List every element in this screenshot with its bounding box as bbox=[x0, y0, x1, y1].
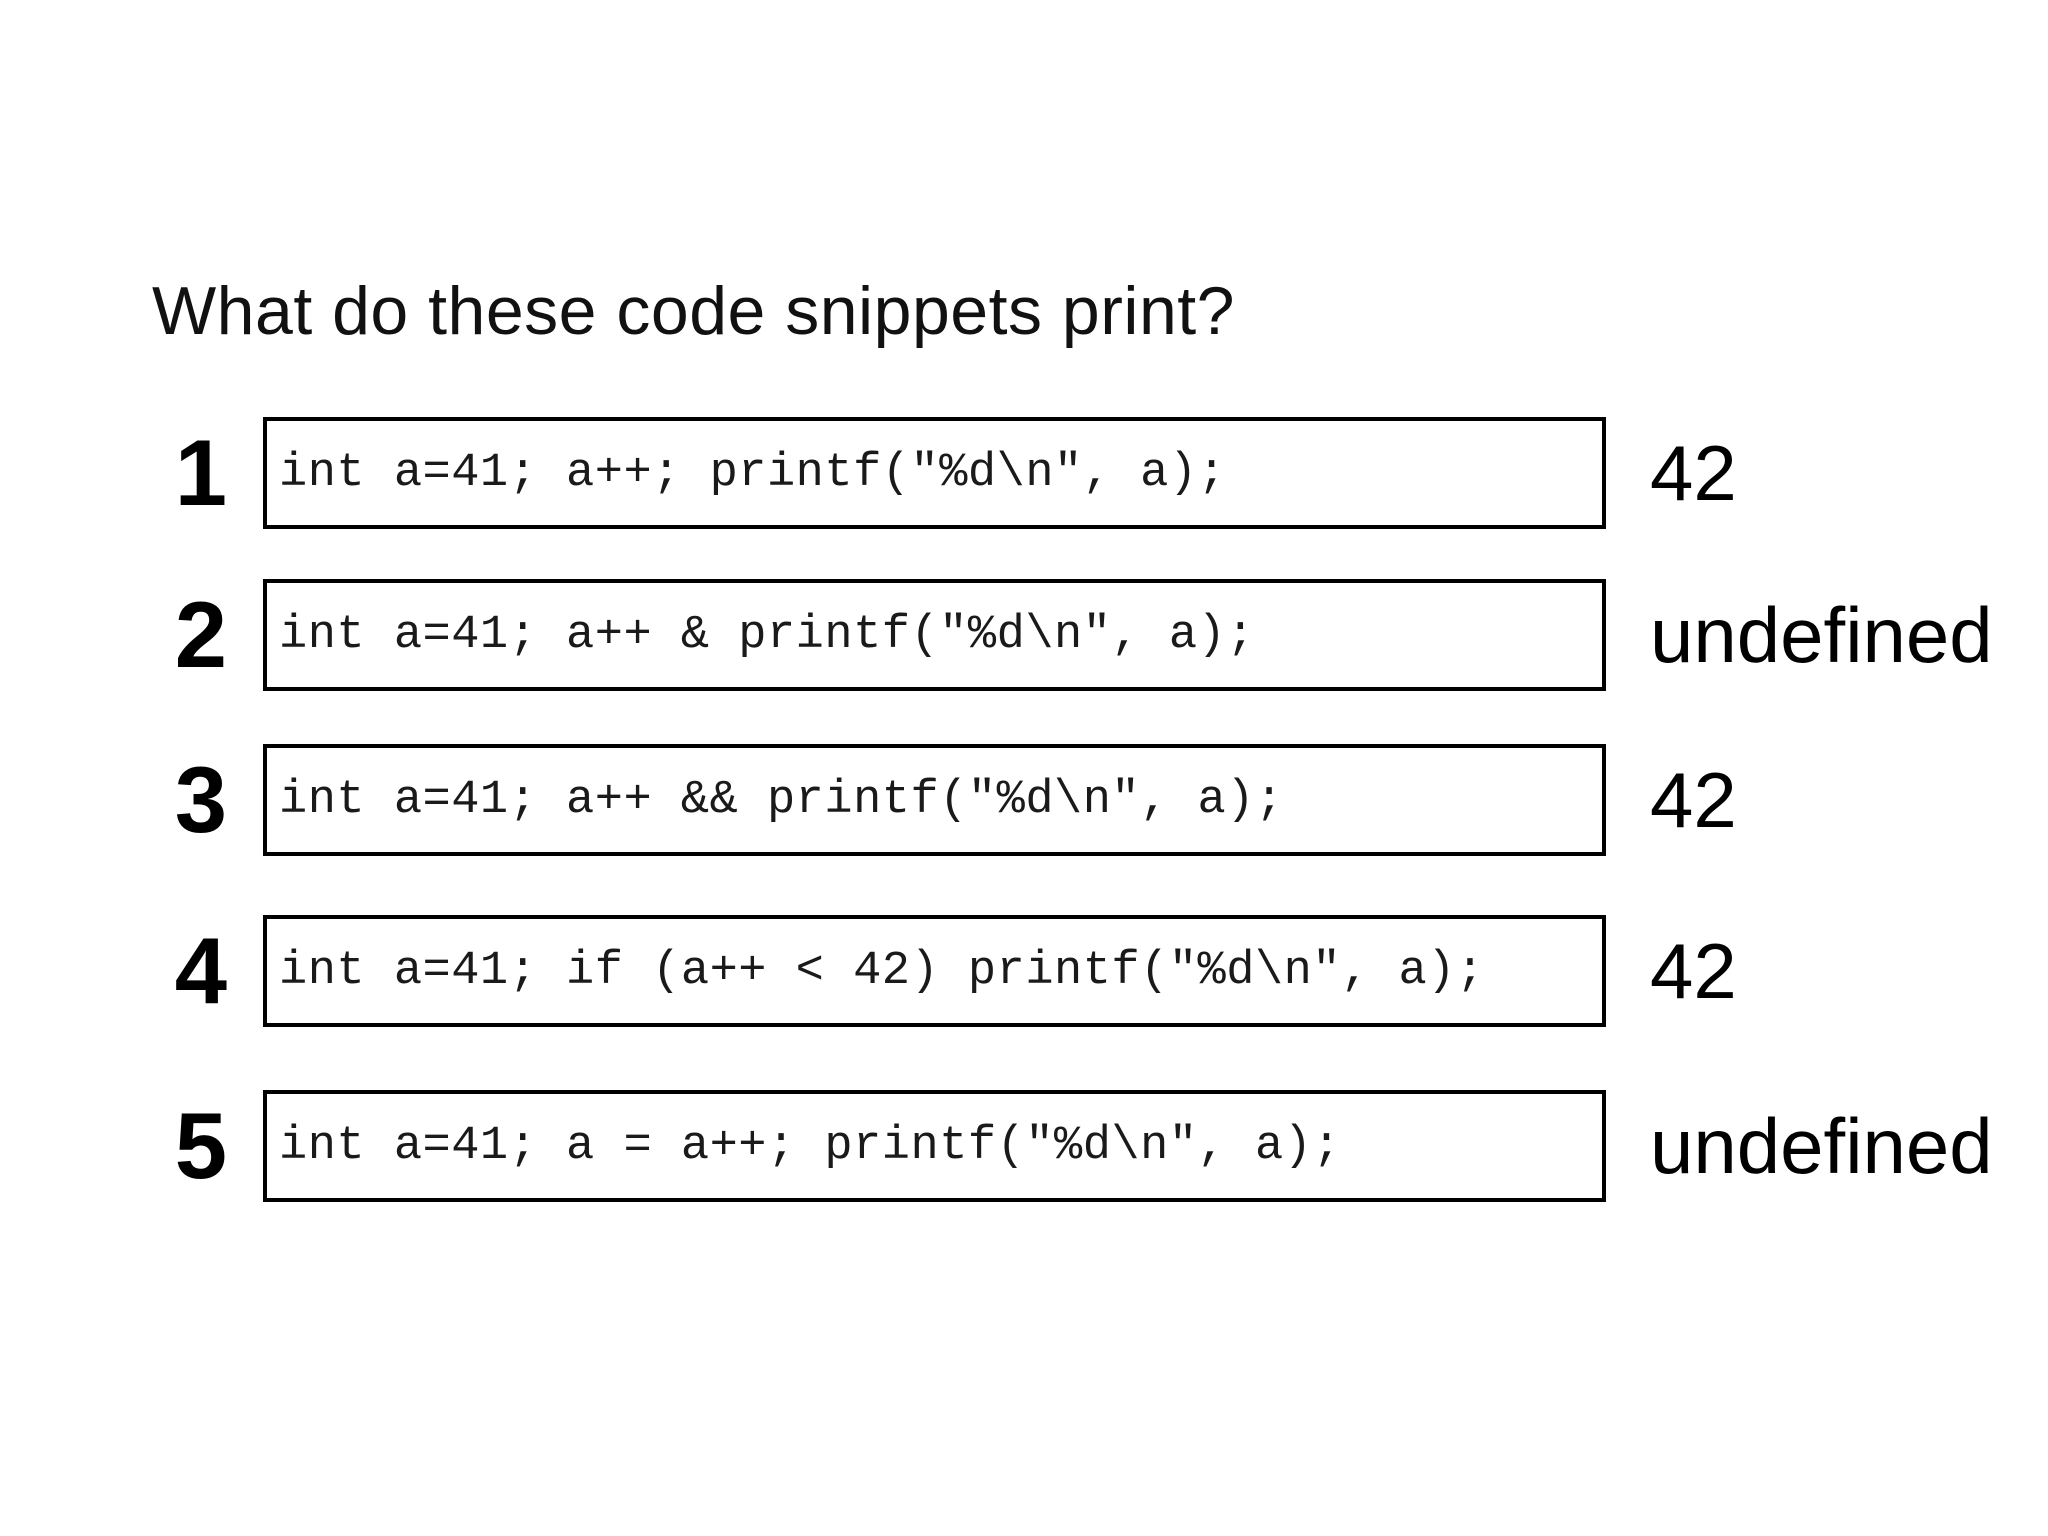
snippet-number: 4 bbox=[174, 918, 227, 1023]
snippet-row-1: 1 int a=41; a++; printf("%d\n", a); 42 bbox=[0, 417, 2048, 529]
code-text: int a=41; a++ & printf("%d\n", a); bbox=[279, 608, 1255, 662]
code-box: int a=41; a++ && printf("%d\n", a); bbox=[263, 744, 1606, 856]
answer-text: 42 bbox=[1650, 755, 1737, 844]
code-text: int a=41; a++; printf("%d\n", a); bbox=[279, 446, 1227, 500]
code-text: int a=41; a++ && printf("%d\n", a); bbox=[279, 773, 1284, 827]
answer-text: undefined bbox=[1650, 1101, 1993, 1190]
snippet-number: 1 bbox=[174, 420, 227, 525]
answer-text: 42 bbox=[1650, 926, 1737, 1015]
page-title: What do these code snippets print? bbox=[152, 273, 1235, 349]
answer-text: 42 bbox=[1650, 428, 1737, 517]
code-box: int a=41; a = a++; printf("%d\n", a); bbox=[263, 1090, 1606, 1202]
answer-text: undefined bbox=[1650, 590, 1993, 679]
snippet-row-4: 4 int a=41; if (a++ < 42) printf("%d\n",… bbox=[0, 915, 2048, 1027]
snippet-number: 5 bbox=[174, 1093, 227, 1198]
snippet-row-2: 2 int a=41; a++ & printf("%d\n", a); und… bbox=[0, 579, 2048, 691]
snippet-row-3: 3 int a=41; a++ && printf("%d\n", a); 42 bbox=[0, 744, 2048, 856]
snippet-row-5: 5 int a=41; a = a++; printf("%d\n", a); … bbox=[0, 1090, 2048, 1202]
code-text: int a=41; a = a++; printf("%d\n", a); bbox=[279, 1119, 1342, 1173]
code-box: int a=41; if (a++ < 42) printf("%d\n", a… bbox=[263, 915, 1606, 1027]
code-box: int a=41; a++ & printf("%d\n", a); bbox=[263, 579, 1606, 691]
snippet-number: 3 bbox=[174, 747, 227, 852]
snippet-number: 2 bbox=[174, 582, 227, 687]
code-text: int a=41; if (a++ < 42) printf("%d\n", a… bbox=[279, 944, 1485, 998]
code-box: int a=41; a++; printf("%d\n", a); bbox=[263, 417, 1606, 529]
